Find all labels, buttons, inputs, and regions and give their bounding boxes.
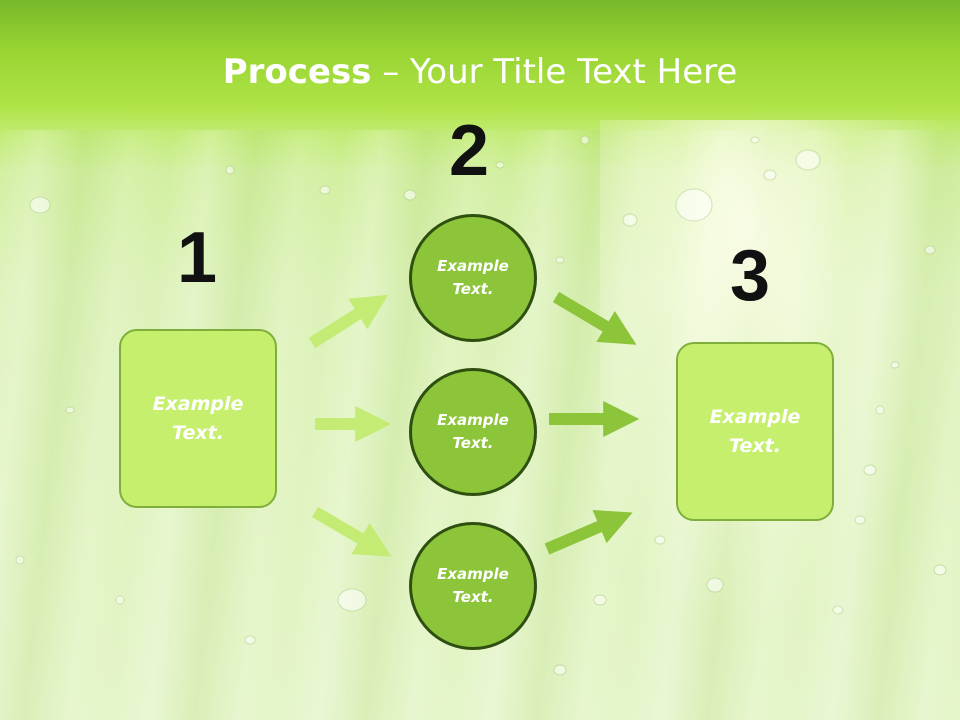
step-number-2: 2 [449, 111, 490, 191]
step-number-3: 3 [730, 236, 771, 316]
arrow-left-to-top [308, 294, 389, 349]
input-box: Example Text. [119, 329, 277, 508]
arrow-top-to-right [552, 291, 637, 345]
slide-title: Process – Your Title Text Here [0, 52, 960, 92]
arrow-left-to-bottom [311, 506, 392, 557]
output-box-text: Example Text. [709, 405, 801, 457]
step-number-1: 1 [177, 218, 218, 298]
output-box: Example Text. [676, 342, 834, 521]
process-circle-bottom: Example Text. [409, 522, 537, 650]
slide-title-rest: – Your Title Text Here [371, 52, 738, 92]
process-circle-top-text: Example Text. [437, 257, 509, 298]
process-circle-middle-text: Example Text. [437, 411, 509, 452]
process-circle-top: Example Text. [409, 214, 537, 342]
process-circle-middle: Example Text. [409, 368, 537, 496]
slide-title-bold: Process [222, 52, 372, 92]
process-circle-bottom-text: Example Text. [437, 565, 509, 606]
input-box-text: Example Text. [152, 392, 244, 444]
arrow-bottom-to-right [544, 510, 633, 555]
